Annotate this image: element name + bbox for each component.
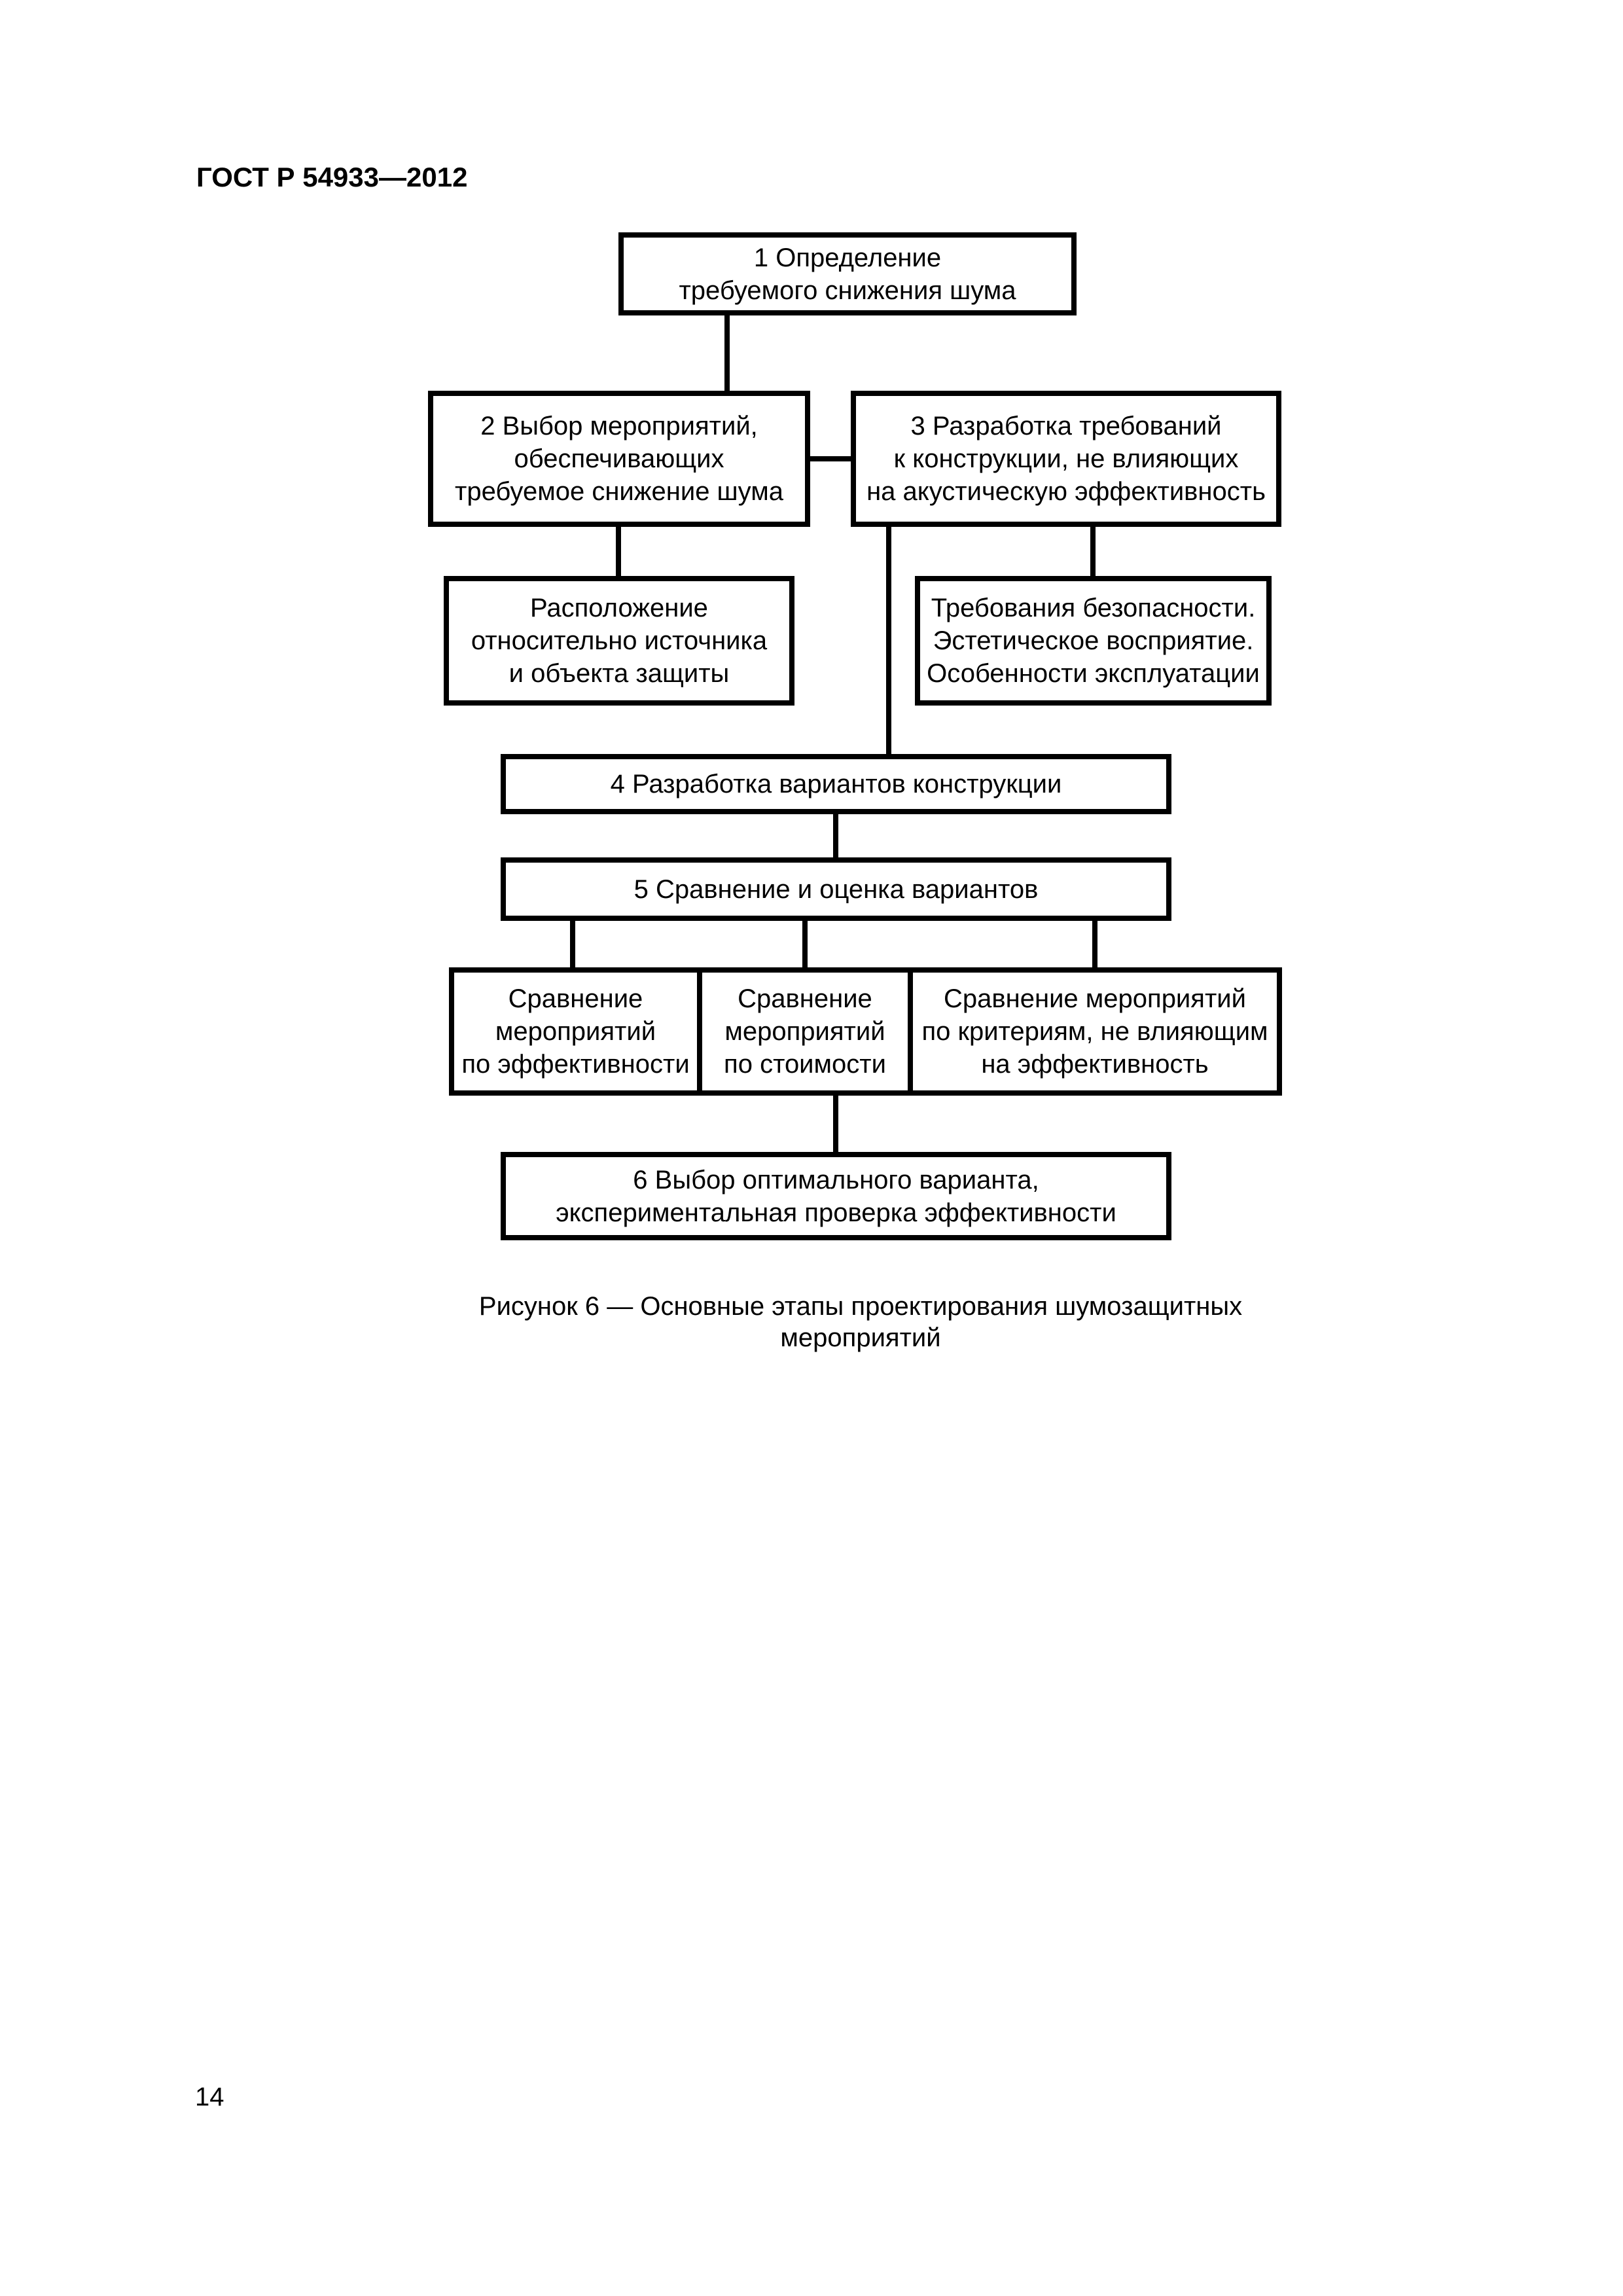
connector-step5-to-compare-cost bbox=[802, 921, 808, 967]
flow-box-location-relative-to-source: Расположение относительно источника и об… bbox=[444, 576, 794, 706]
flow-box-compare-by-efficiency: Сравнение мероприятий по эффективности bbox=[449, 967, 702, 1096]
connector-step1-to-step2 bbox=[724, 315, 730, 391]
connector-step3-to-requirements bbox=[1090, 527, 1096, 576]
flow-box-safety-aesthetics-operation: Требования безопасности. Эстетическое во… bbox=[915, 576, 1272, 706]
connector-step2-to-location bbox=[616, 527, 621, 576]
connector-step5-to-compare-criteria bbox=[1092, 921, 1097, 967]
connector-step2-to-step3 bbox=[810, 456, 851, 461]
connector-step3-to-step4 bbox=[886, 527, 891, 754]
flow-box-step1-noise-reduction-determination: 1 Определение требуемого снижения шума bbox=[618, 232, 1077, 315]
connector-step5-to-compare-efficiency bbox=[570, 921, 575, 967]
flow-box-step6-optimal-variant-selection: 6 Выбор оптимального варианта, экспериме… bbox=[501, 1152, 1171, 1240]
flow-box-compare-by-other-criteria: Сравнение мероприятий по критериям, не в… bbox=[908, 967, 1282, 1096]
flow-box-step5-variant-comparison: 5 Сравнение и оценка вариантов bbox=[501, 857, 1171, 921]
flow-box-step4-design-variants: 4 Разработка вариантов конструкции bbox=[501, 754, 1171, 814]
document-header: ГОСТ Р 54933—2012 bbox=[196, 162, 468, 192]
connector-step4-to-step5 bbox=[833, 814, 838, 857]
connector-compare-row-to-step6 bbox=[833, 1096, 838, 1152]
flow-box-compare-by-cost: Сравнение мероприятий по стоимости bbox=[697, 967, 913, 1096]
flow-box-step3-design-requirements: 3 Разработка требований к конструкции, н… bbox=[851, 391, 1281, 527]
page-number: 14 bbox=[195, 2083, 224, 2111]
figure-caption: Рисунок 6 — Основные этапы проектировани… bbox=[478, 1292, 1243, 1352]
flow-box-step2-measure-selection: 2 Выбор мероприятий, обеспечивающих треб… bbox=[428, 391, 810, 527]
